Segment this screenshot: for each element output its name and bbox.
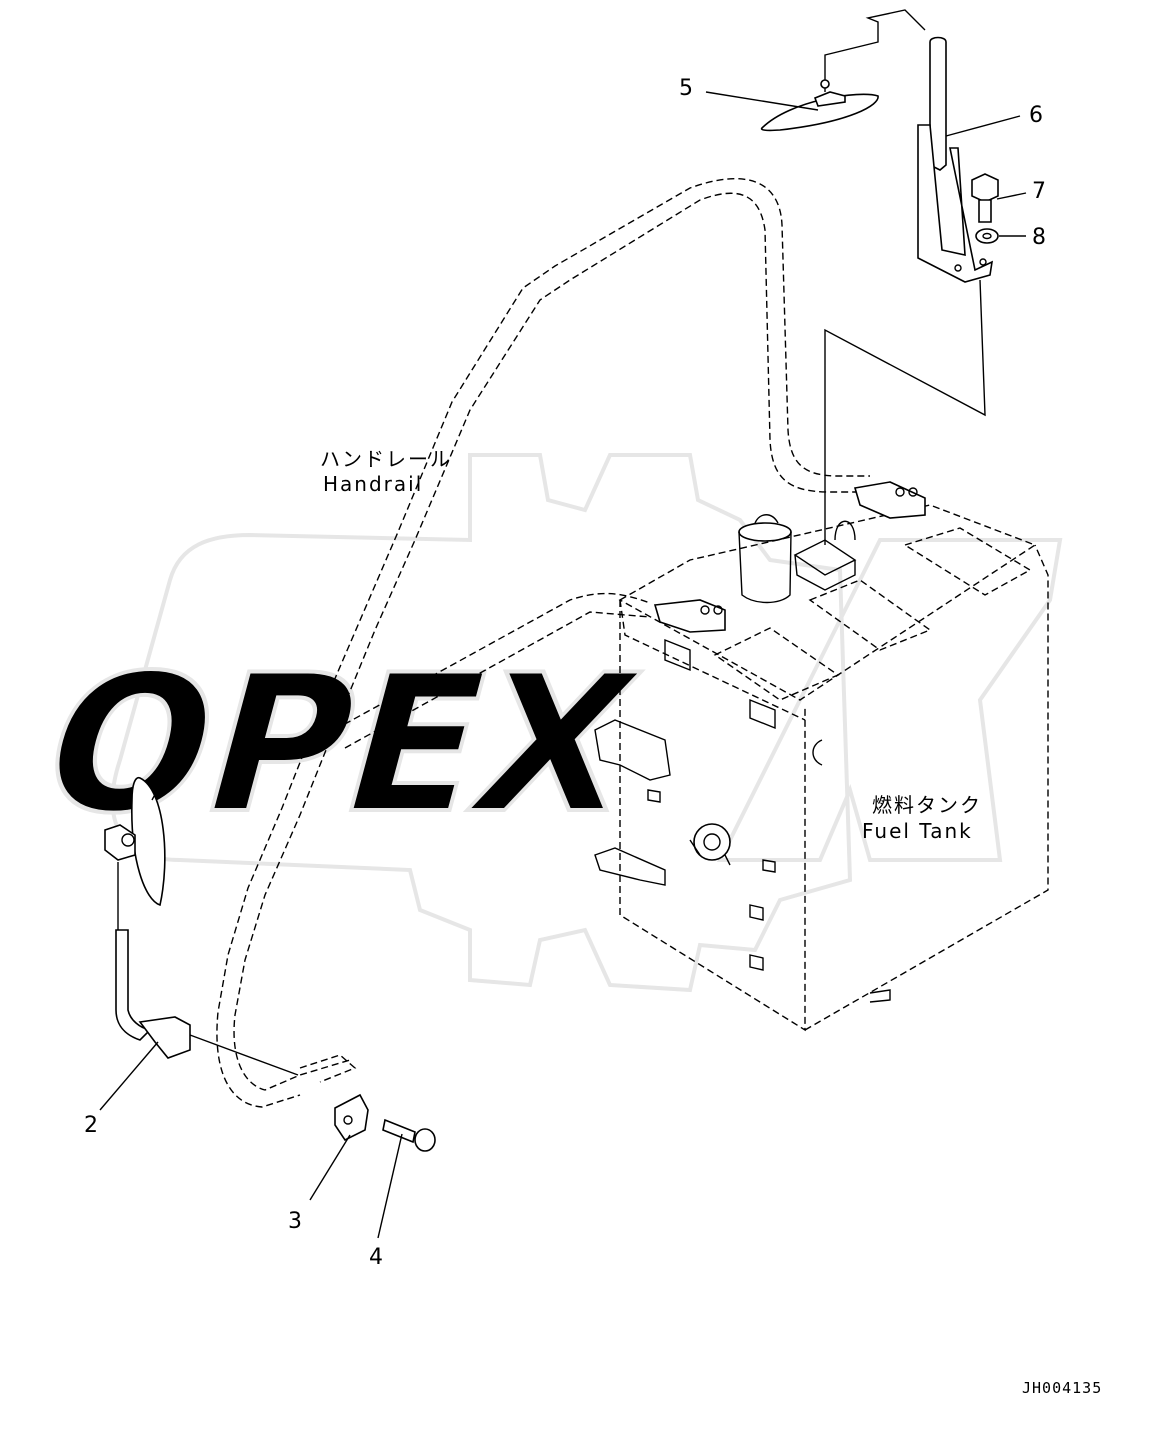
mirror-stay (115, 862, 299, 1076)
leader-lines (99, 91, 1027, 1239)
handrail (216, 178, 870, 1108)
fuel-tank-label-jp: 燃料タンク (872, 793, 982, 817)
mirror (104, 776, 166, 907)
callout-6: 6 (1029, 103, 1043, 128)
fuel-tank-label-en: Fuel Tank (862, 819, 973, 843)
annotations: ハンドレール Handrail 燃料タンク Fuel Tank JH004135 (320, 447, 1102, 1397)
callouts: 1 2 3 4 5 6 7 8 (84, 76, 1046, 1270)
bolt-upper (971, 173, 999, 223)
clamp (334, 1093, 369, 1142)
washer (975, 228, 999, 244)
callout-7: 7 (1032, 179, 1046, 204)
drawing-code: JH004135 (1022, 1379, 1102, 1397)
handrail-label-en: Handrail (323, 472, 423, 496)
bolt-lower (382, 1118, 436, 1152)
callout-4: 4 (369, 1245, 383, 1270)
callout-5: 5 (679, 76, 693, 101)
watermark-text: OPEX (21, 634, 657, 855)
watermark: OPEX (19, 453, 1063, 993)
rear-mirror-stay (824, 36, 994, 545)
handrail-label-jp: ハンドレール (320, 447, 452, 471)
callout-1: 1 (183, 708, 197, 733)
fuel-tank (594, 481, 1049, 1032)
rear-mirror (760, 9, 926, 132)
callout-3: 3 (288, 1209, 302, 1234)
callout-2: 2 (84, 1113, 98, 1138)
callout-8: 8 (1032, 225, 1046, 250)
